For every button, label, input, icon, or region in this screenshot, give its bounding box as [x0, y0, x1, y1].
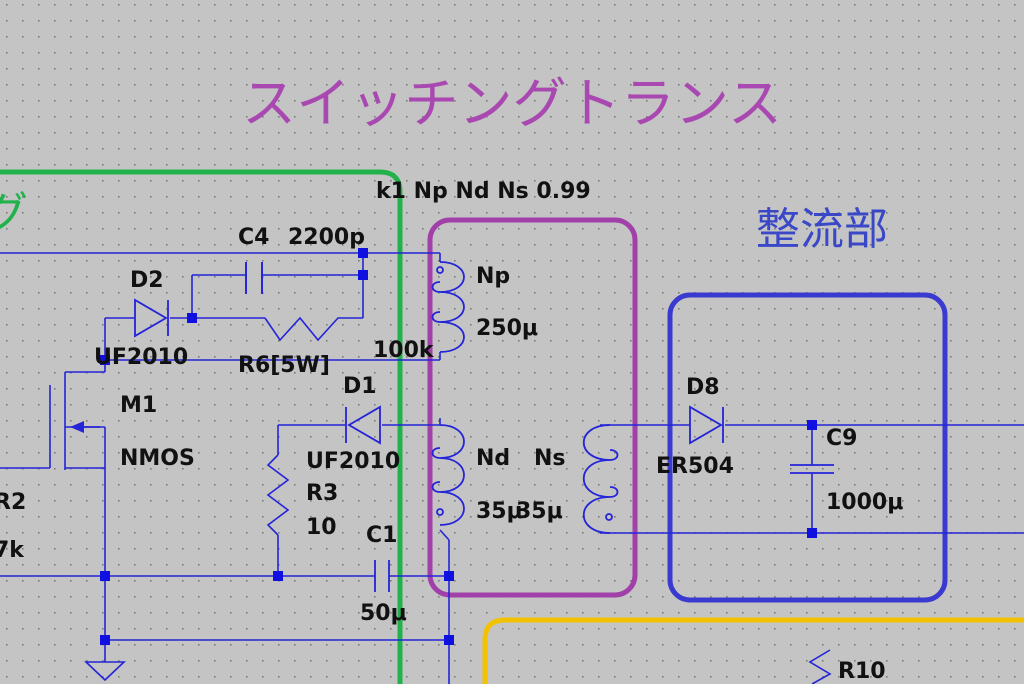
rectifier-section-box — [667, 292, 948, 603]
ns-value-label: 35μ — [516, 499, 563, 524]
d1-name-label: D1 — [343, 374, 377, 399]
junctions — [100, 248, 817, 645]
switching-section-title-fragment: グ — [0, 188, 28, 239]
r2-name-label: R2 — [0, 490, 26, 515]
coupling-directive: k1 Np Nd Ns 0.99 — [376, 179, 591, 204]
r10-name-label: R10 — [838, 659, 886, 684]
output-section-box — [482, 617, 1024, 684]
transformer-section-box — [427, 217, 638, 598]
d8-model-label: ER504 — [656, 454, 734, 479]
r6-name-label: R6[5W] — [238, 353, 330, 378]
r2-value-label: 7k — [0, 538, 25, 563]
c9-name-label: C9 — [826, 426, 857, 451]
d2-model-label: UF2010 — [94, 345, 188, 370]
r3-name-label: R3 — [306, 481, 338, 506]
nd-value-label: 35μ — [476, 499, 523, 524]
diode-d8 — [689, 405, 724, 445]
winding-ns — [583, 424, 619, 534]
c4-value-label: 2200p — [288, 225, 365, 250]
d8-name-label: D8 — [686, 375, 720, 400]
c9-value-label: 1000μ — [826, 490, 903, 515]
diode-d1 — [345, 405, 381, 445]
m1-model-label: NMOS — [120, 446, 195, 471]
rectifier-section-title: 整流部 — [756, 204, 888, 255]
c4-name-label: C4 — [238, 225, 269, 250]
c1-value-label: 50μ — [360, 601, 407, 626]
r3-value-label: 10 — [306, 515, 337, 540]
switching-section-box — [0, 169, 403, 684]
winding-nd — [431, 424, 465, 526]
ns-name-label: Ns — [534, 446, 566, 471]
r6-value-label: 100k — [373, 338, 435, 363]
d2-name-label: D2 — [130, 268, 164, 293]
diode-d2 — [134, 298, 169, 338]
capacitor-c9 — [790, 464, 834, 474]
nmos-m1-arrow — [70, 421, 84, 433]
c1-name-label: C1 — [366, 523, 397, 548]
nd-name-label: Nd — [476, 446, 510, 471]
winding-np — [431, 261, 465, 353]
m1-name-label: M1 — [120, 393, 157, 418]
np-name-label: Np — [476, 264, 510, 289]
np-value-label: 250μ — [476, 316, 538, 341]
transformer-section-title: スイッチングトランス — [242, 72, 782, 135]
d1-model-label: UF2010 — [306, 449, 400, 474]
